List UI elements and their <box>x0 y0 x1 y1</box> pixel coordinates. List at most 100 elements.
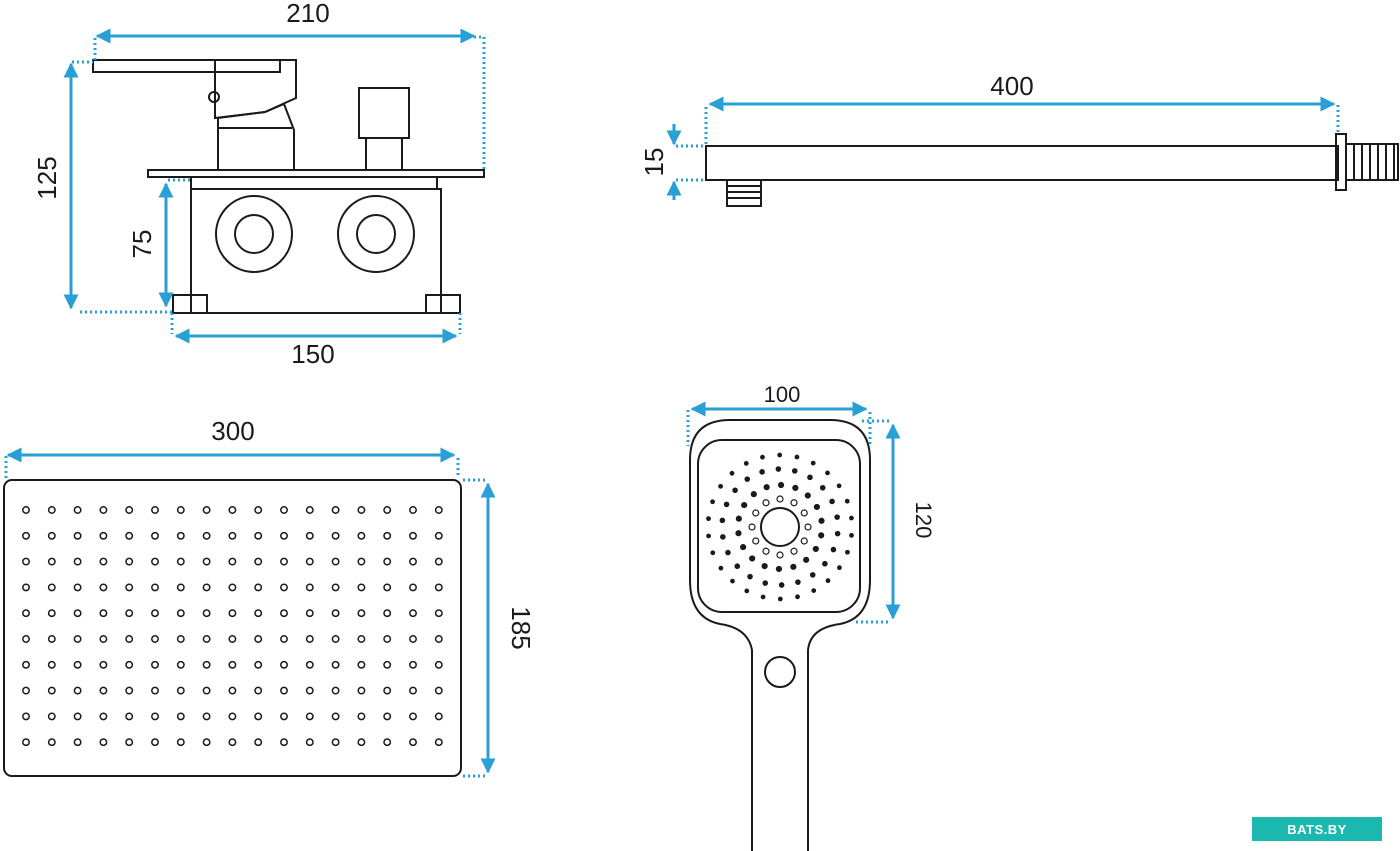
mixer-height-dimension <box>63 60 173 314</box>
nozzle <box>409 686 417 695</box>
hand-nozzle <box>732 487 738 494</box>
nozzle <box>99 738 108 747</box>
nozzle <box>280 583 288 592</box>
hand-nozzle <box>776 551 784 559</box>
nozzle <box>280 635 288 643</box>
nozzle <box>228 609 237 618</box>
nozzle <box>202 583 211 592</box>
hand-nozzle <box>819 484 826 491</box>
dimension-label-185: 185 <box>506 606 536 649</box>
hand-nozzle <box>744 588 750 594</box>
nozzle <box>125 557 134 566</box>
nozzle <box>357 583 366 592</box>
hand-nozzle <box>718 565 724 571</box>
nozzle <box>125 738 134 747</box>
hand-nozzle <box>818 532 825 539</box>
hand-height-dimension <box>856 419 901 624</box>
hand-nozzle <box>818 517 825 524</box>
nozzle <box>280 531 288 540</box>
nozzle <box>228 660 237 669</box>
hand-nozzle <box>803 556 810 563</box>
nozzle <box>331 635 340 643</box>
nozzle <box>254 557 263 566</box>
nozzle <box>383 738 392 747</box>
hand-nozzle <box>735 515 742 522</box>
nozzle <box>434 531 443 540</box>
nozzle <box>176 557 185 566</box>
hand-nozzle <box>849 532 854 538</box>
nozzle <box>151 712 159 721</box>
nozzle <box>228 557 237 566</box>
nozzle <box>434 686 443 695</box>
nozzle <box>47 557 56 566</box>
hand-nozzle <box>830 546 837 553</box>
dimension-label-125: 125 <box>32 156 62 199</box>
nozzle <box>22 506 30 514</box>
dimension-label-300: 300 <box>211 416 254 446</box>
nozzle <box>73 609 82 618</box>
nozzle <box>73 686 82 695</box>
nozzle <box>305 531 314 540</box>
nozzle <box>228 531 237 540</box>
nozzle <box>409 583 417 592</box>
nozzle <box>176 660 185 669</box>
nozzle <box>357 506 366 514</box>
nozzle <box>254 609 263 618</box>
nozzle <box>331 609 340 618</box>
nozzle <box>434 557 443 566</box>
nozzle <box>254 531 263 540</box>
hand-nozzle <box>743 460 749 466</box>
nozzle <box>305 712 314 721</box>
hand-nozzle <box>792 484 799 492</box>
rain-height-dimension <box>463 478 496 778</box>
nozzle <box>99 686 108 695</box>
hand-nozzle <box>734 563 741 570</box>
nozzle <box>176 583 185 592</box>
rain-width-dimension <box>4 447 460 478</box>
hand-nozzle <box>735 530 742 537</box>
nozzle <box>409 635 417 643</box>
nozzle <box>47 531 56 540</box>
dimension-label-150: 150 <box>291 339 334 369</box>
hand-nozzle <box>720 534 726 540</box>
nozzle <box>383 660 392 669</box>
nozzle <box>331 660 340 669</box>
nozzle <box>202 660 211 669</box>
nozzle <box>202 635 211 643</box>
hand-nozzle <box>804 492 811 499</box>
nozzle <box>434 609 443 618</box>
nozzle <box>254 738 263 747</box>
nozzle <box>47 738 56 747</box>
hand-nozzle <box>794 454 800 460</box>
nozzle <box>47 712 56 721</box>
hand-nozzle <box>729 470 735 476</box>
hand-nozzle <box>825 470 830 476</box>
nozzle <box>331 738 340 747</box>
nozzle <box>383 686 392 695</box>
nozzle <box>125 660 134 669</box>
nozzle <box>22 531 30 540</box>
hand-nozzle <box>725 549 731 556</box>
extension-line <box>474 35 486 170</box>
nozzle <box>99 712 108 721</box>
hand-nozzle <box>809 572 816 578</box>
hand-nozzle <box>813 503 820 511</box>
nozzle <box>357 635 366 643</box>
hand-nozzle <box>778 582 785 588</box>
hand-nozzle <box>710 499 715 505</box>
nozzle <box>99 660 108 669</box>
nozzle <box>125 635 134 643</box>
nozzle <box>254 686 263 695</box>
hand-shower-drawing <box>689 419 871 851</box>
nozzle <box>228 712 237 721</box>
nozzle <box>331 712 340 721</box>
nozzle <box>73 738 82 747</box>
nozzle <box>73 583 82 592</box>
nozzle <box>357 531 366 540</box>
nozzle <box>305 583 314 592</box>
hand-nozzle <box>741 501 748 509</box>
nozzle <box>228 686 237 695</box>
nozzle <box>434 635 443 643</box>
nozzle <box>202 531 211 540</box>
nozzle <box>254 506 263 514</box>
